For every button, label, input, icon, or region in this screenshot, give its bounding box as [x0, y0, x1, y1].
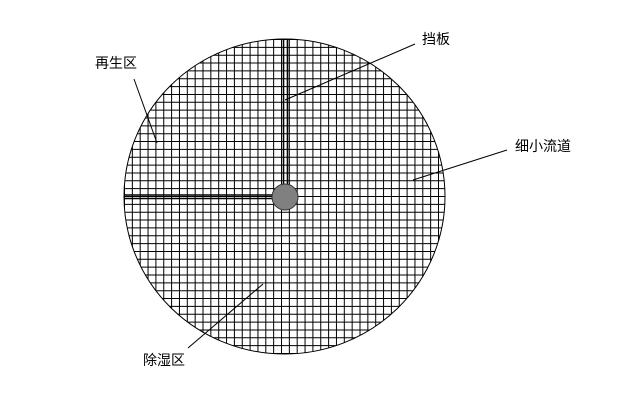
leader-line-baffle [284, 43, 416, 101]
wheel-outline [123, 38, 446, 355]
label-regeneration-zone: 再生区 [95, 56, 137, 72]
leader-lines [133, 43, 508, 349]
leader-line-regeneration-zone [133, 78, 158, 144]
label-fine-channels: 细小流道 [515, 139, 571, 155]
label-baffle: 挡板 [422, 32, 450, 48]
label-dehumidification-zone: 除湿区 [143, 353, 185, 369]
hub-circle [271, 183, 299, 211]
leader-line-dehumidification-zone [187, 283, 264, 349]
baffle-lines [124, 39, 289, 200]
leader-line-fine-channels [412, 149, 508, 181]
